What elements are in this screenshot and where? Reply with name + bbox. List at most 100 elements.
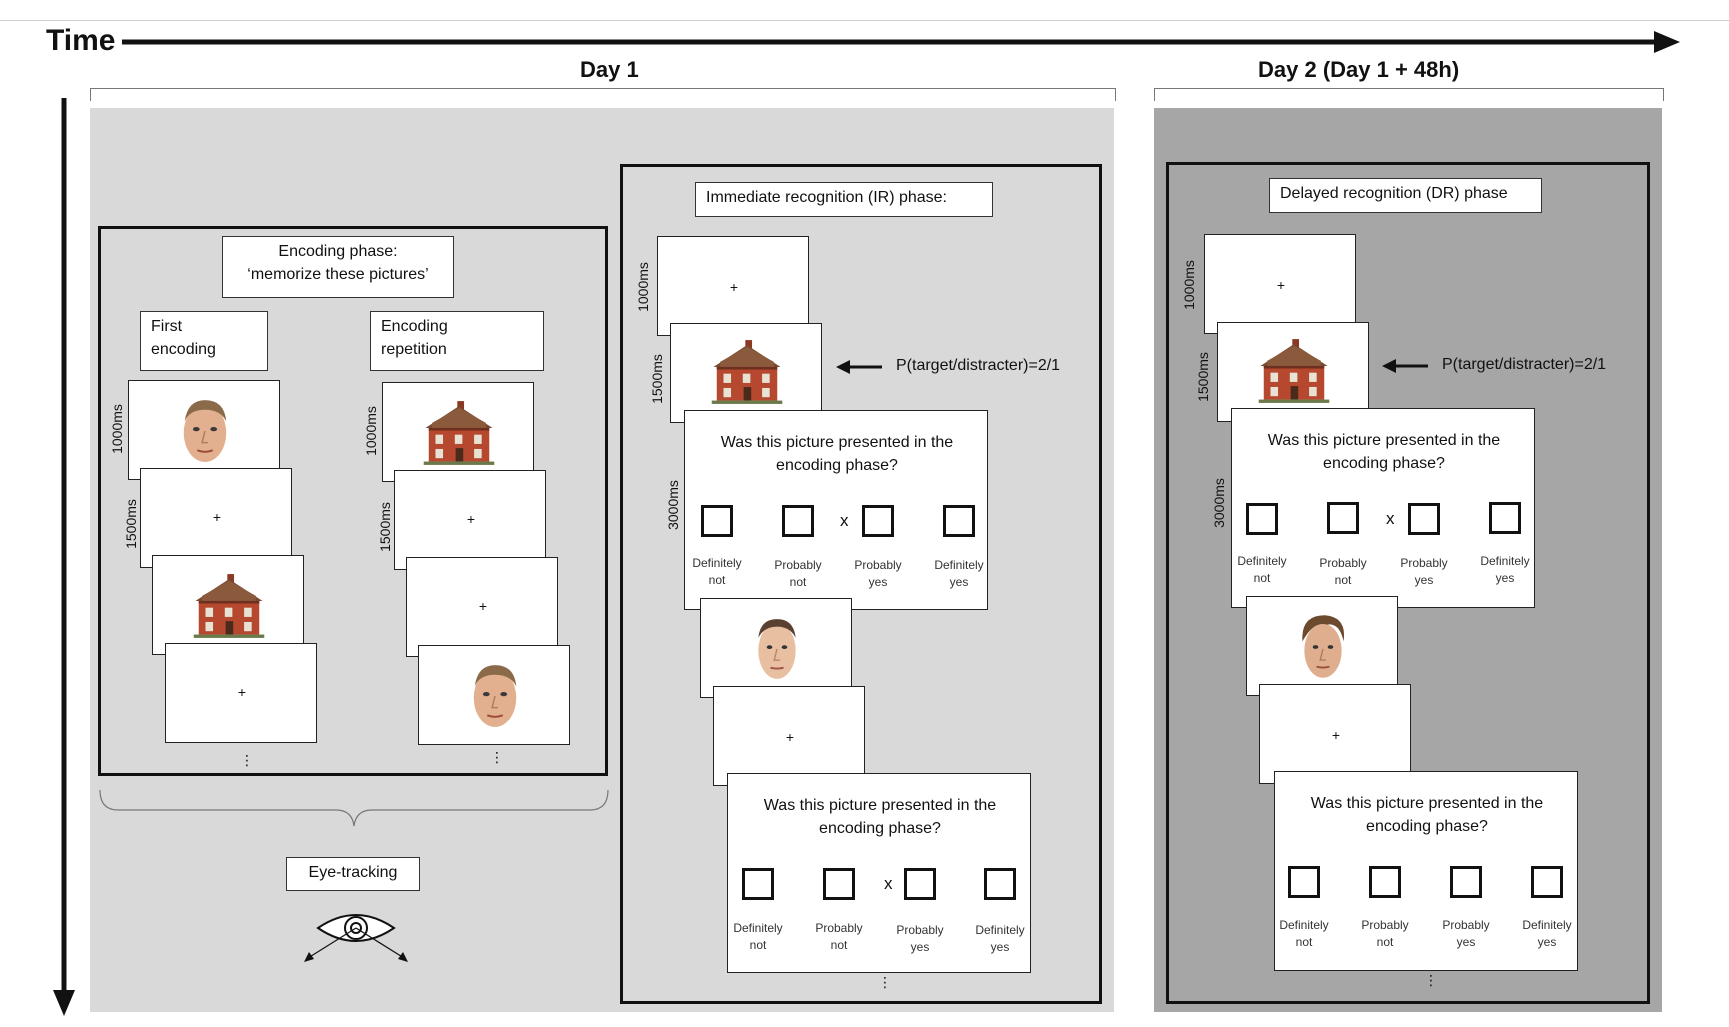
enc-first-duration-1000: 1000ms [109, 404, 125, 454]
checkbox-probably-yes[interactable] [1408, 503, 1440, 535]
time-label: Time [46, 24, 116, 57]
first-encoding-line2: encoding [151, 341, 216, 358]
fixation-cross: + [1276, 277, 1286, 293]
question-line2: encoding phase? [819, 820, 941, 837]
dr-duration-3000: 3000ms [1211, 478, 1227, 528]
checkbox-probably-not[interactable] [823, 868, 855, 900]
checkbox-probably-yes[interactable] [904, 868, 936, 900]
question-line2: encoding phase? [1323, 455, 1445, 472]
enc-rep-card-house [382, 382, 534, 482]
house-image [187, 568, 271, 644]
ir-title: Immediate recognition (IR) phase: [695, 182, 993, 217]
encoding-title-line2: ‘memorize these pictures’ [247, 266, 429, 283]
day2-label: Day 2 (Day 1 + 48h) [1258, 57, 1460, 82]
house-image [705, 334, 789, 410]
dr-ellipsis: ⋮ [1424, 972, 1438, 988]
eye-icon [304, 914, 408, 962]
dr-arrow-left-icon [1382, 359, 1428, 373]
checkbox-definitely-yes[interactable] [1531, 866, 1563, 898]
enc-rep-card-face [418, 645, 570, 745]
time-axis-arrow [122, 31, 1680, 53]
dr-question-card-2: Was this picture presented in the encodi… [1274, 771, 1578, 971]
encoding-repetition-line2: repetition [381, 341, 447, 358]
house-image [417, 395, 501, 471]
encoding-title: Encoding phase: ‘memorize these pictures… [222, 236, 454, 298]
enc-first-card-house [152, 555, 304, 655]
day1-bracket [90, 88, 1116, 101]
face-image [176, 391, 234, 471]
enc-rep-ellipsis: ⋮ [490, 749, 504, 765]
fixation-cross: + [1331, 727, 1341, 743]
checkbox-definitely-yes[interactable] [984, 868, 1016, 900]
eye-tracking-label: Eye-tracking [286, 857, 420, 891]
day2-bracket [1154, 88, 1664, 101]
fixation-cross: + [785, 729, 795, 745]
dr-duration-1000: 1000ms [1181, 260, 1197, 310]
question-line2: encoding phase? [1366, 818, 1488, 835]
face-image [1295, 607, 1351, 687]
question-line1: Was this picture presented in the [1310, 795, 1544, 812]
fixation-cross: + [237, 684, 247, 700]
ir-question-card-2: Was this picture presented in the encodi… [727, 773, 1031, 973]
dr-card-fixation: + [1204, 234, 1356, 334]
dr-frame [1166, 162, 1650, 1004]
checkbox-probably-not[interactable] [1369, 866, 1401, 898]
checkbox-probably-not[interactable] [1327, 502, 1359, 534]
first-encoding-line1: First [151, 318, 183, 335]
enc-rep-card-fixation-2: + [406, 557, 558, 657]
fixation-cross: + [466, 511, 476, 527]
face-image [466, 656, 524, 736]
ir-duration-1000: 1000ms [635, 262, 651, 312]
checkbox-probably-yes[interactable] [1450, 866, 1482, 898]
dr-card-face [1246, 596, 1398, 696]
checkbox-definitely-not[interactable] [701, 505, 733, 537]
ir-card-fixation: + [657, 236, 809, 336]
ir-arrow-left-icon [836, 360, 882, 374]
checkbox-probably-yes[interactable] [862, 505, 894, 537]
checkbox-definitely-not[interactable] [1288, 866, 1320, 898]
dr-duration-1500: 1500ms [1195, 352, 1211, 402]
dr-question-card: Was this picture presented in the encodi… [1231, 408, 1535, 608]
house-image [1252, 333, 1336, 409]
ir-target-ratio: P(target/distracter)=2/1 [896, 357, 1061, 374]
enc-first-card-fixation-2: + [165, 643, 317, 743]
dr-target-ratio: P(target/distracter)=2/1 [1442, 356, 1607, 373]
ir-card-face [700, 598, 852, 698]
ir-duration-1500: 1500ms [649, 354, 665, 404]
enc-first-card-face [128, 380, 280, 480]
encoding-repetition-line1: Encoding [381, 318, 448, 335]
enc-rep-card-fixation: + [394, 470, 546, 570]
ir-duration-3000: 3000ms [665, 480, 681, 530]
ir-card-house [670, 323, 822, 423]
enc-rep-duration-1500: 1500ms [377, 502, 393, 552]
question-line2: encoding phase? [776, 457, 898, 474]
first-encoding-label: First encoding [140, 311, 268, 371]
enc-first-ellipsis: ⋮ [240, 752, 254, 768]
fixation-cross: + [729, 279, 739, 295]
encoding-title-line1: Encoding phase: [278, 243, 398, 260]
checkbox-definitely-not[interactable] [1246, 503, 1278, 535]
selection-marker: x [1386, 509, 1395, 528]
ir-question-card: Was this picture presented in the encodi… [684, 410, 988, 610]
dr-card-fixation-2: + [1259, 684, 1411, 784]
checkbox-definitely-yes[interactable] [943, 505, 975, 537]
ir-ellipsis: ⋮ [878, 974, 892, 990]
checkbox-definitely-yes[interactable] [1489, 502, 1521, 534]
fixation-cross: + [212, 509, 222, 525]
checkbox-probably-not[interactable] [782, 505, 814, 537]
enc-first-duration-1500: 1500ms [123, 499, 139, 549]
vertical-time-arrow [53, 98, 75, 1016]
question-line1: Was this picture presented in the [1267, 432, 1501, 449]
checkbox-definitely-not[interactable] [742, 868, 774, 900]
